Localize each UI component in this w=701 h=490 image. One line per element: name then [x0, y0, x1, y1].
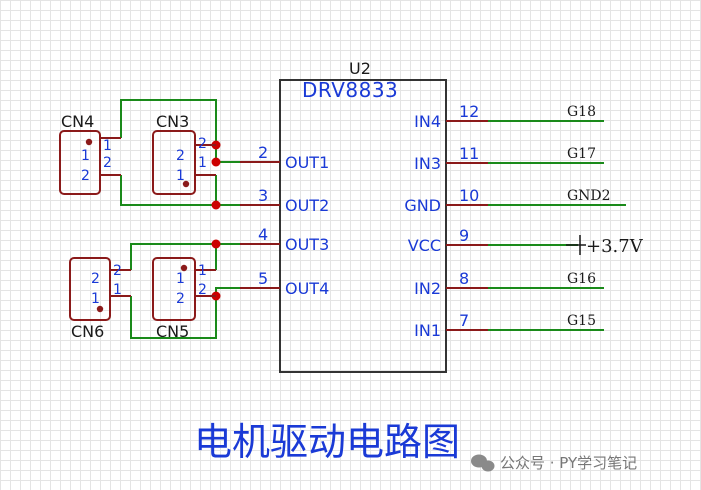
connector-pin-num: 2 [198, 282, 207, 298]
pin-number: 8 [459, 269, 469, 288]
pin-number: 7 [459, 311, 469, 330]
wire-cn4-pin1 [120, 99, 217, 145]
connector-cn4[interactable]: CN4 1 2 1 2 [59, 112, 121, 195]
connector-pin-num: 1 [113, 282, 122, 298]
connector-inner-num: 1 [176, 168, 185, 184]
pin-name-out3: OUT3 [285, 235, 329, 254]
power-symbol [566, 235, 586, 255]
connector-pin-num: 1 [103, 138, 112, 154]
net-label-g16: G16 [567, 271, 596, 287]
connector-label: CN5 [156, 322, 189, 341]
wire-cn4-pin2 [120, 175, 240, 206]
connector-inner-num: 2 [176, 148, 185, 164]
connector-inner-num: 1 [91, 291, 100, 307]
connector-inner-num: 2 [176, 291, 185, 307]
pin-name-in1: IN1 [414, 321, 441, 340]
wires [120, 99, 626, 339]
wechat-icon [471, 454, 495, 472]
junctions [211, 140, 221, 301]
wire-cn6-pin1 [130, 296, 217, 339]
pin-number: 3 [258, 186, 268, 205]
pin-name-in3: IN3 [414, 154, 441, 173]
connector-inner-num: 1 [176, 271, 185, 287]
connector-body [59, 130, 101, 195]
pin1-marker [182, 180, 190, 188]
connector-inner-num: 1 [81, 148, 90, 164]
ic-u2[interactable]: U2 DRV8833 2 3 4 5 OUT1 OUT2 OUT3 OUT4 1… [240, 59, 488, 373]
net-label-g15: G15 [567, 313, 596, 329]
net-label-gnd2: GND2 [567, 188, 611, 204]
net-label-g18: G18 [567, 104, 596, 120]
connector-pin-num: 2 [103, 155, 112, 171]
ic-part-name: DRV8833 [302, 78, 398, 102]
pin-name-out2: OUT2 [285, 196, 329, 215]
net-label-vcc: +3.7V [586, 236, 644, 257]
connector-cn6[interactable]: 2 1 2 1 CN6 [69, 257, 131, 341]
ic-right-pins [446, 120, 488, 331]
junction-dot [211, 239, 221, 249]
pin-number: 12 [459, 102, 479, 121]
connector-body [152, 257, 196, 321]
pin-name-vcc: VCC [408, 236, 441, 255]
pin-name-gnd: GND [404, 196, 441, 215]
diagram-title: 电机驱动电路图 [194, 420, 460, 464]
connector-cn5[interactable]: 1 2 1 2 CN5 [152, 257, 216, 341]
connector-pin-num: 2 [198, 136, 207, 152]
connector-body [69, 257, 111, 321]
watermark: 公众号 · PY学习笔记 [471, 454, 637, 472]
pin1-marker [96, 305, 104, 313]
connector-pin-num: 1 [198, 263, 207, 279]
pin1-marker [85, 138, 93, 146]
junction-dot [211, 157, 221, 167]
connector-pin-num: 2 [113, 263, 122, 279]
junction-dot [211, 200, 221, 210]
connector-label: CN4 [61, 112, 94, 131]
watermark-text: 公众号 · PY学习笔记 [500, 454, 637, 472]
pin-number: 9 [459, 226, 469, 245]
pin-number: 10 [459, 186, 479, 205]
ic-left-pins [240, 161, 280, 289]
net-label-g17: G17 [567, 146, 596, 162]
wire-out3 [130, 243, 240, 270]
ic-body [279, 79, 447, 373]
pin-name-in4: IN4 [414, 112, 441, 131]
pin-name-out4: OUT4 [285, 279, 329, 298]
pin-number: 4 [258, 225, 268, 244]
connector-inner-num: 2 [81, 168, 90, 184]
connector-cn3[interactable]: CN3 2 1 2 1 [152, 112, 216, 195]
pin-number: 2 [258, 143, 268, 162]
connector-pin-num: 1 [198, 155, 207, 171]
connector-inner-num: 2 [91, 271, 100, 287]
pin-name-out1: OUT1 [285, 153, 329, 172]
pin-name-in2: IN2 [414, 279, 441, 298]
ic-ref-label: U2 [349, 59, 371, 78]
connector-label: CN6 [71, 322, 104, 341]
pin1-marker [180, 264, 188, 272]
pin-number: 5 [258, 269, 268, 288]
connector-label: CN3 [156, 112, 189, 131]
pin-number: 11 [459, 144, 479, 163]
connector-body [152, 130, 196, 195]
